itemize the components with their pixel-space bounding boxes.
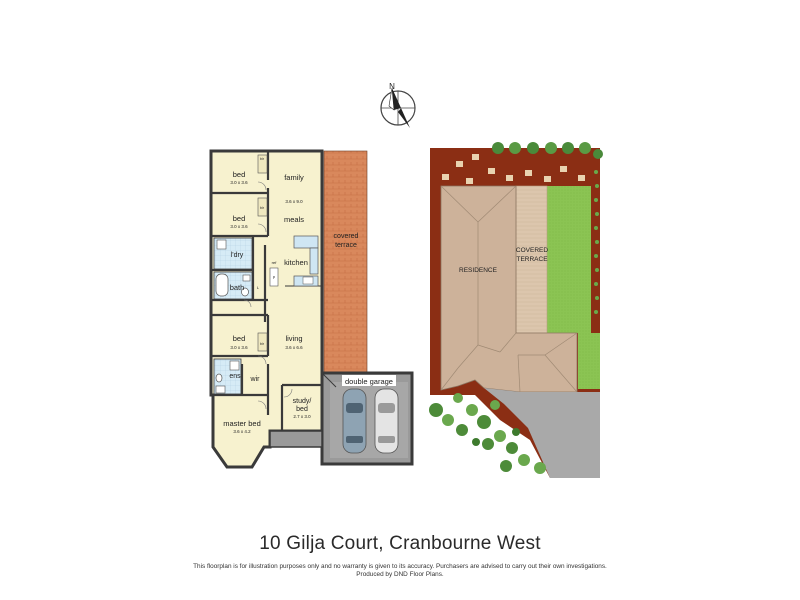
fixture-label-pantry: p (273, 274, 276, 279)
room-dims-bed-1: 3.0 x 3.6 (230, 180, 248, 185)
site-label-terrace-line2: TERRACE (516, 256, 548, 263)
room-dims-master-bed: 3.6 x 4.2 (233, 429, 251, 434)
site-covered-terrace (515, 185, 548, 334)
site-labels: RESIDENCE COVERED TERRACE (459, 247, 548, 274)
site-driveway (484, 388, 600, 478)
room-dims-study: 2.7 x 3.0 (293, 414, 311, 419)
fixture-label-bir-1: bir (260, 157, 265, 161)
room-label-study-line1: study/ (293, 398, 312, 405)
entry-porch (269, 430, 323, 448)
room-label-meals: meals (284, 215, 304, 224)
site-plan: RESIDENCE COVERED TERRACE (429, 142, 603, 478)
bir-robe-3 (257, 332, 268, 352)
stepping-pavers (442, 154, 585, 184)
room-label-master-bed: master bed (223, 419, 261, 428)
room-label-terrace-line2: terrace (335, 242, 357, 249)
interior-walls (211, 151, 322, 431)
room-label-bath: bath (230, 283, 245, 292)
fixture-label-ref: ref (272, 260, 278, 265)
room-label-living: living (285, 334, 302, 343)
garage-car-right (374, 388, 399, 454)
roof-ridgelines (440, 185, 578, 393)
garage-car-left (342, 388, 367, 454)
room-label-wir: wir (250, 376, 261, 383)
bir-robe-1 (257, 154, 268, 174)
room-label-garage: double garage (345, 377, 393, 386)
compass-needle-south (398, 108, 410, 128)
site-lawn-lower (578, 333, 600, 389)
compass-needle-north (392, 88, 401, 110)
room-dims-living: 3.6 x 6.6 (285, 345, 303, 350)
room-label-kitchen: kitchen (284, 258, 308, 267)
site-label-terrace-line1: COVERED (516, 247, 548, 254)
site-front-shrubs (429, 393, 546, 474)
fixture-label-linen: L (257, 285, 260, 290)
room-label-laundry: l'dry (231, 252, 244, 259)
compass-north-label: N (389, 82, 395, 91)
room-label-terrace-line1: covered (334, 233, 359, 240)
covered-terrace (323, 150, 368, 374)
property-title: 10 Gilja Court, Cranbourne West (259, 533, 541, 554)
site-label-residence: RESIDENCE (459, 267, 498, 274)
room-label-study-line2: bed (296, 406, 308, 413)
room-label-bed-3: bed (233, 334, 246, 343)
room-label-bed-1: bed (233, 170, 246, 179)
floor-plan: bed 3.0 x 3.6 family 3.6 x 9.0 meals bed… (209, 149, 414, 469)
compass: N (380, 82, 416, 128)
toilet-fixture (241, 287, 249, 297)
room-label-ensuite: ens (229, 373, 241, 380)
laundry-tub-fixture (216, 239, 227, 250)
bathtub-fixture (215, 273, 229, 297)
site-lawn-upper (547, 186, 591, 333)
room-dims-bed-2: 3.0 x 3.6 (230, 224, 248, 229)
room-labels: bed 3.0 x 3.6 family 3.6 x 9.0 meals bed… (223, 157, 396, 434)
room-dims-family: 3.6 x 9.0 (285, 199, 303, 204)
bir-robe-2 (257, 197, 268, 217)
room-label-bed-2: bed (233, 214, 246, 223)
fixture-label-bir-2: bir (260, 206, 265, 210)
disclaimer-line-1: This floorplan is for illustration purpo… (193, 563, 607, 570)
site-hedge (492, 142, 603, 314)
ensuite-toilet-fixture (215, 373, 223, 383)
door-swings (243, 181, 293, 410)
room-label-family: family (284, 173, 304, 182)
room-dims-bed-3: 3.0 x 3.6 (230, 345, 248, 350)
fixture-label-bir-3: bir (260, 342, 265, 346)
disclaimer-line-2: Produced by DND Floor Plans. (356, 571, 444, 578)
